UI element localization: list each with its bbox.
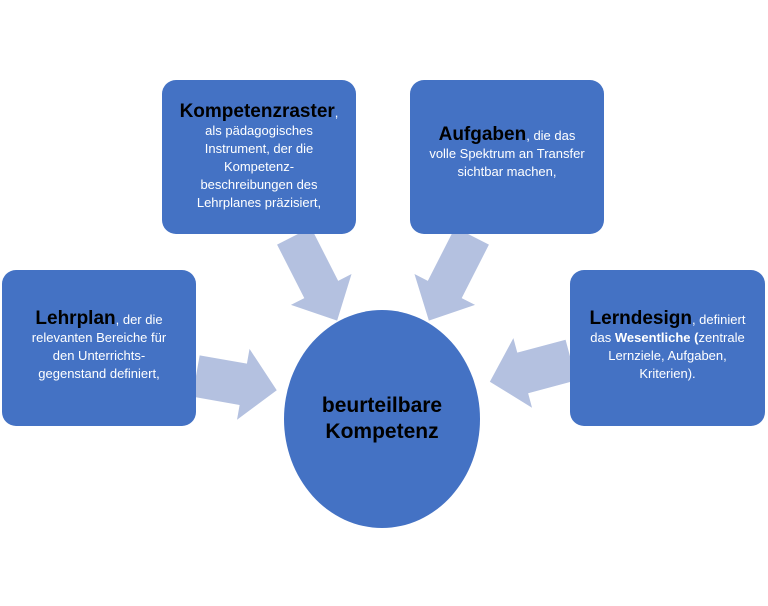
text-line: Kriterien).: [639, 366, 696, 381]
box-lerndesign: Lerndesign, definiert das Wesentliche (z…: [570, 270, 765, 426]
lehrplan-rest: , der die: [115, 312, 163, 327]
text: zentrale: [698, 330, 745, 345]
kompetenzraster-title: Kompetenzraster: [179, 100, 335, 122]
box-lehrplan: Lehrplan, der die relevanten Bereiche fü…: [2, 270, 196, 426]
center-line-1: beurteilbare: [321, 394, 443, 417]
text-line: gegenstand definiert,: [38, 366, 160, 381]
lerndesign-rest: , definiert: [691, 312, 746, 327]
center-line-2: Kompetenz: [325, 420, 439, 443]
arrow-aufgaben: [414, 227, 489, 321]
box-kompetenzraster: Kompetenzraster, als pädagogisches Instr…: [162, 80, 356, 234]
arrow-lerndesign: [489, 338, 577, 408]
text: das: [590, 330, 615, 345]
arrow-lehrplan: [192, 348, 277, 420]
text-line: den Unterrichts-: [52, 348, 146, 363]
lerndesign-title: Lerndesign: [589, 308, 692, 329]
text-line: als pädagogisches: [205, 122, 313, 138]
aufgaben-title: Aufgaben: [438, 124, 527, 145]
kompetenzraster-rest: ,: [334, 104, 339, 120]
text-line: Lernziele, Aufgaben,: [608, 348, 727, 363]
text-line: Instrument, der die: [204, 140, 314, 156]
text-line: volle Spektrum an Transfer: [429, 146, 585, 161]
text-line: Lehrplanes präzisiert,: [196, 194, 322, 210]
text-line: sichtbar machen,: [457, 164, 557, 179]
lehrplan-title: Lehrplan: [35, 308, 116, 329]
text-line: relevanten Bereiche für: [31, 330, 167, 345]
text-line: Kompetenz-: [223, 158, 295, 174]
center-circle: beurteilbare Kompetenz: [284, 310, 480, 528]
text-line: beschreibungen des: [200, 176, 318, 192]
aufgaben-rest: , die das: [526, 128, 576, 143]
arrow-kompetenzraster: [277, 227, 352, 321]
box-aufgaben: Aufgaben, die das volle Spektrum an Tran…: [410, 80, 604, 234]
text-bold: Wesentliche (: [614, 330, 699, 345]
